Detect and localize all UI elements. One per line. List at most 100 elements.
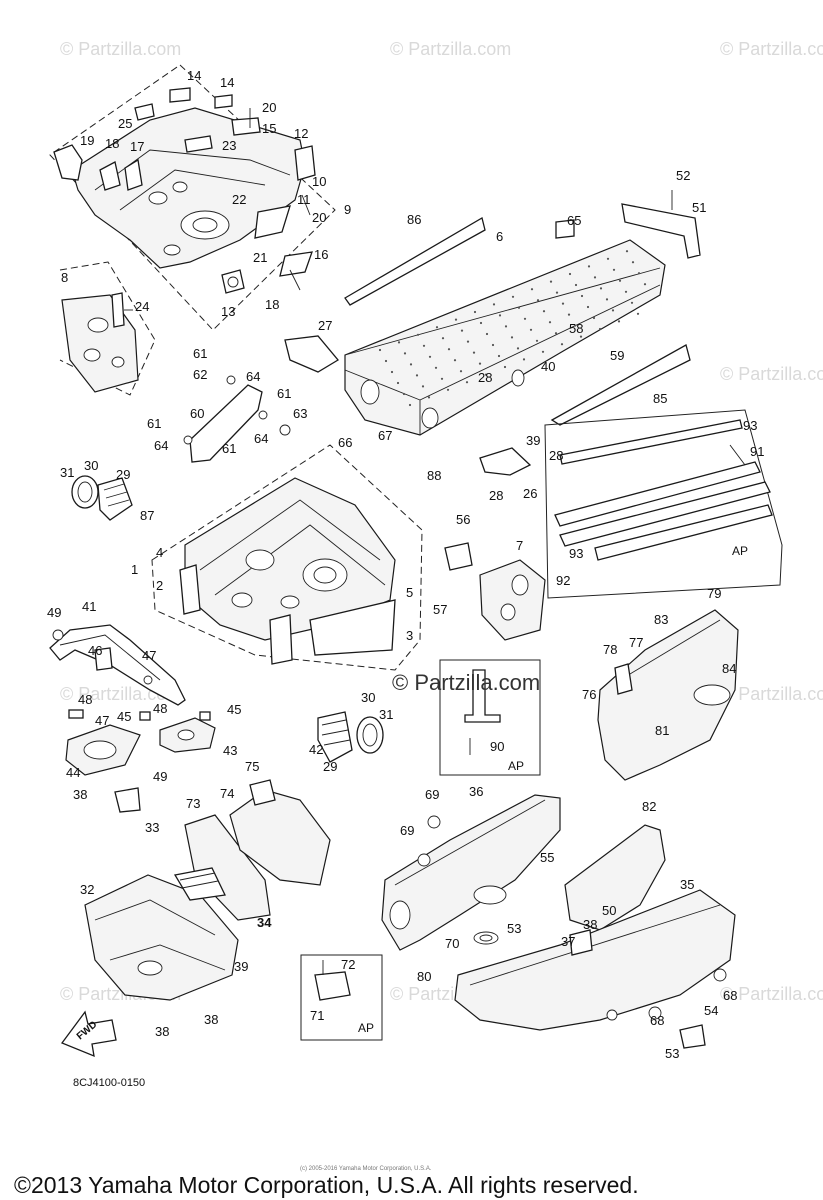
part-29-30-boot-right [317, 711, 384, 763]
callout-41: 41 [82, 599, 96, 614]
rivet-hole [548, 321, 552, 324]
rivet-hole [599, 287, 603, 290]
rivet-hole [549, 280, 553, 283]
callout-19: 19 [80, 133, 94, 148]
rivet-hole [409, 363, 413, 366]
rivet-hole [396, 381, 400, 385]
callout-30: 30 [84, 458, 98, 473]
callout-82: 82 [642, 799, 656, 814]
callout-12: 12 [294, 126, 308, 141]
rivet-hole [643, 283, 647, 286]
rivet-hole [535, 339, 539, 342]
rivet-hole [384, 359, 388, 363]
callout-36: 36 [469, 784, 483, 799]
callout-53: 53 [665, 1046, 679, 1061]
callout-78: 78 [603, 642, 617, 657]
part-86-strip [344, 217, 486, 306]
callout-77: 77 [629, 635, 643, 650]
callout-56: 56 [456, 512, 470, 527]
callout-38: 38 [73, 787, 87, 802]
rivet-hole [598, 327, 602, 331]
part-85-strip [550, 344, 691, 426]
part-26-bracket [479, 447, 532, 476]
rivet-hole [441, 337, 445, 340]
callout-8: 8 [61, 270, 68, 285]
callout-75: 75 [245, 759, 259, 774]
part-36-lower-panel [381, 794, 561, 951]
callout-68: 68 [650, 1013, 664, 1028]
callout-29: 29 [323, 759, 337, 774]
rivet-hole [434, 366, 438, 369]
callout-20: 20 [312, 210, 326, 225]
rivet-hole [636, 312, 640, 315]
part-35-80-running-board [454, 889, 736, 1049]
callout-91: 91 [750, 444, 764, 459]
callout-74: 74 [220, 786, 234, 801]
rivet-hole [579, 335, 583, 338]
rivet-hole [397, 341, 401, 344]
rivet-hole [573, 324, 577, 327]
rivet-hole [625, 250, 629, 253]
ap-box-89-90 [439, 659, 541, 776]
rivet-hole [497, 354, 501, 358]
callout-40: 40 [541, 359, 555, 374]
rivet-hole [459, 370, 463, 373]
callout-87: 87 [140, 508, 154, 523]
part-29-30-boot-left [71, 475, 133, 521]
callout-64: 64 [246, 369, 260, 384]
callout-51: 51 [692, 200, 706, 215]
callout-57: 57 [433, 602, 447, 617]
watermark: © Partzilla.com [60, 39, 181, 59]
callout-25: 25 [118, 116, 132, 131]
rivet-hole [466, 340, 470, 343]
callout-69: 69 [425, 787, 439, 802]
callout-48: 48 [153, 701, 167, 716]
callout-26: 26 [523, 486, 537, 501]
part-44-43-brackets [65, 709, 216, 813]
callout-14: 14 [187, 68, 201, 83]
callout-7: 7 [516, 538, 523, 553]
callout-14: 14 [220, 75, 234, 90]
callout-38: 38 [583, 917, 597, 932]
callout-30: 30 [361, 690, 375, 705]
rivet-hole [491, 343, 495, 347]
part-82-upper-panel [564, 824, 666, 931]
rivet-hole [630, 301, 634, 304]
callout-9: 9 [344, 202, 351, 217]
callout-52: 52 [676, 168, 690, 183]
callout-4: 4 [156, 545, 163, 560]
rivet-hole [422, 344, 426, 347]
rivet-hole [617, 320, 621, 323]
rivet-hole [484, 373, 488, 376]
callout-61: 61 [277, 386, 291, 401]
callout-62: 62 [193, 367, 207, 382]
part-8-bracket [59, 261, 156, 396]
rivet-hole [390, 370, 394, 374]
rivet-hole [541, 350, 545, 353]
callout-6: 6 [496, 229, 503, 244]
callout-31: 31 [60, 465, 74, 480]
watermark: © Partzilla.com [390, 39, 511, 59]
rivet-hole [440, 377, 444, 380]
callout-59: 59 [610, 348, 624, 363]
callout-37: 37 [561, 934, 575, 949]
ap-label-89: AP [508, 759, 524, 773]
callout-21: 21 [253, 250, 267, 265]
part-41-bumper [49, 624, 186, 706]
rivet-hole [453, 359, 457, 362]
rivet-hole [504, 325, 508, 328]
part-60-bracket [183, 375, 291, 463]
callout-71: 71 [310, 1008, 324, 1023]
rivet-hole [624, 290, 628, 293]
rivet-hole [485, 332, 489, 336]
rivet-hole [460, 329, 464, 332]
callout-48: 48 [78, 692, 92, 707]
callout-93: 93 [569, 546, 583, 561]
rivet-hole [605, 298, 609, 301]
rivet-hole [529, 328, 533, 331]
callout-17: 17 [130, 139, 144, 154]
callout-22: 22 [232, 192, 246, 207]
rivet-hole [587, 265, 591, 268]
callout-54: 54 [704, 1003, 718, 1018]
